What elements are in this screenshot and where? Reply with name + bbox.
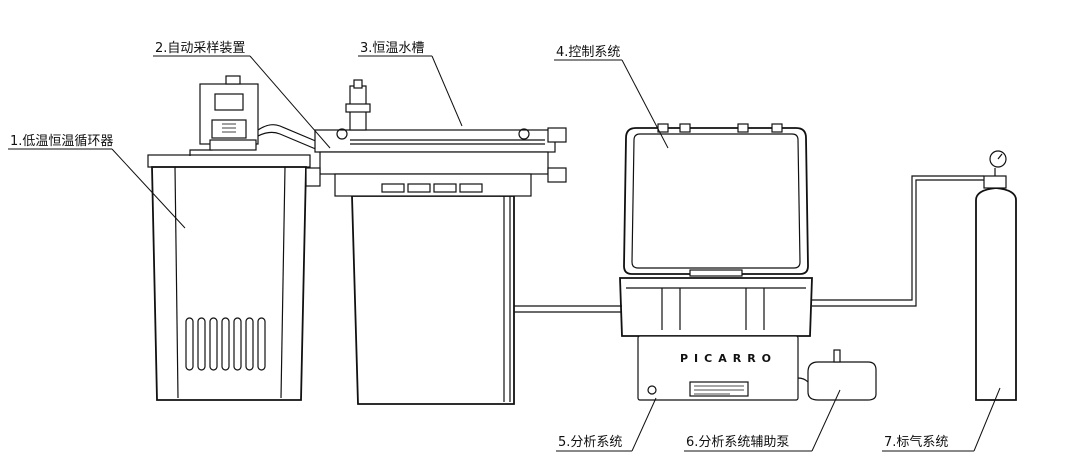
callout-circulator: 1.低温恒温循环器 xyxy=(8,134,186,229)
circulator-vent-slots xyxy=(185,317,266,371)
callout-pump: 6.分析系统辅助泵 xyxy=(684,389,841,452)
label-sampler: 2.自动采样装置 xyxy=(155,41,245,56)
callout-analyzer: 5.分析系统 xyxy=(556,397,657,452)
analyzer-brand: PICARRO xyxy=(680,352,777,365)
sample-tray xyxy=(381,183,483,193)
label-pump: 6.分析系统辅助泵 xyxy=(686,435,789,450)
label-control: 4.控制系统 xyxy=(556,45,620,60)
callout-gas: 7.标气系统 xyxy=(882,387,1001,452)
label-analyzer: 5.分析系统 xyxy=(558,435,622,450)
control-case xyxy=(619,123,813,337)
pump xyxy=(797,349,877,401)
gas-cylinder xyxy=(812,150,1017,401)
callout-water-bath: 3.恒温水槽 xyxy=(358,41,463,127)
callout-control: 4.控制系统 xyxy=(554,45,669,149)
water-bath xyxy=(305,79,567,405)
analyzer: PICARRO xyxy=(637,335,799,401)
label-water-bath: 3.恒温水槽 xyxy=(360,41,424,56)
callout-sampler: 2.自动采样装置 xyxy=(153,41,331,149)
label-gas: 7.标气系统 xyxy=(884,434,948,450)
label-circulator: 1.低温恒温循环器 xyxy=(10,134,113,149)
circulator xyxy=(147,75,319,401)
